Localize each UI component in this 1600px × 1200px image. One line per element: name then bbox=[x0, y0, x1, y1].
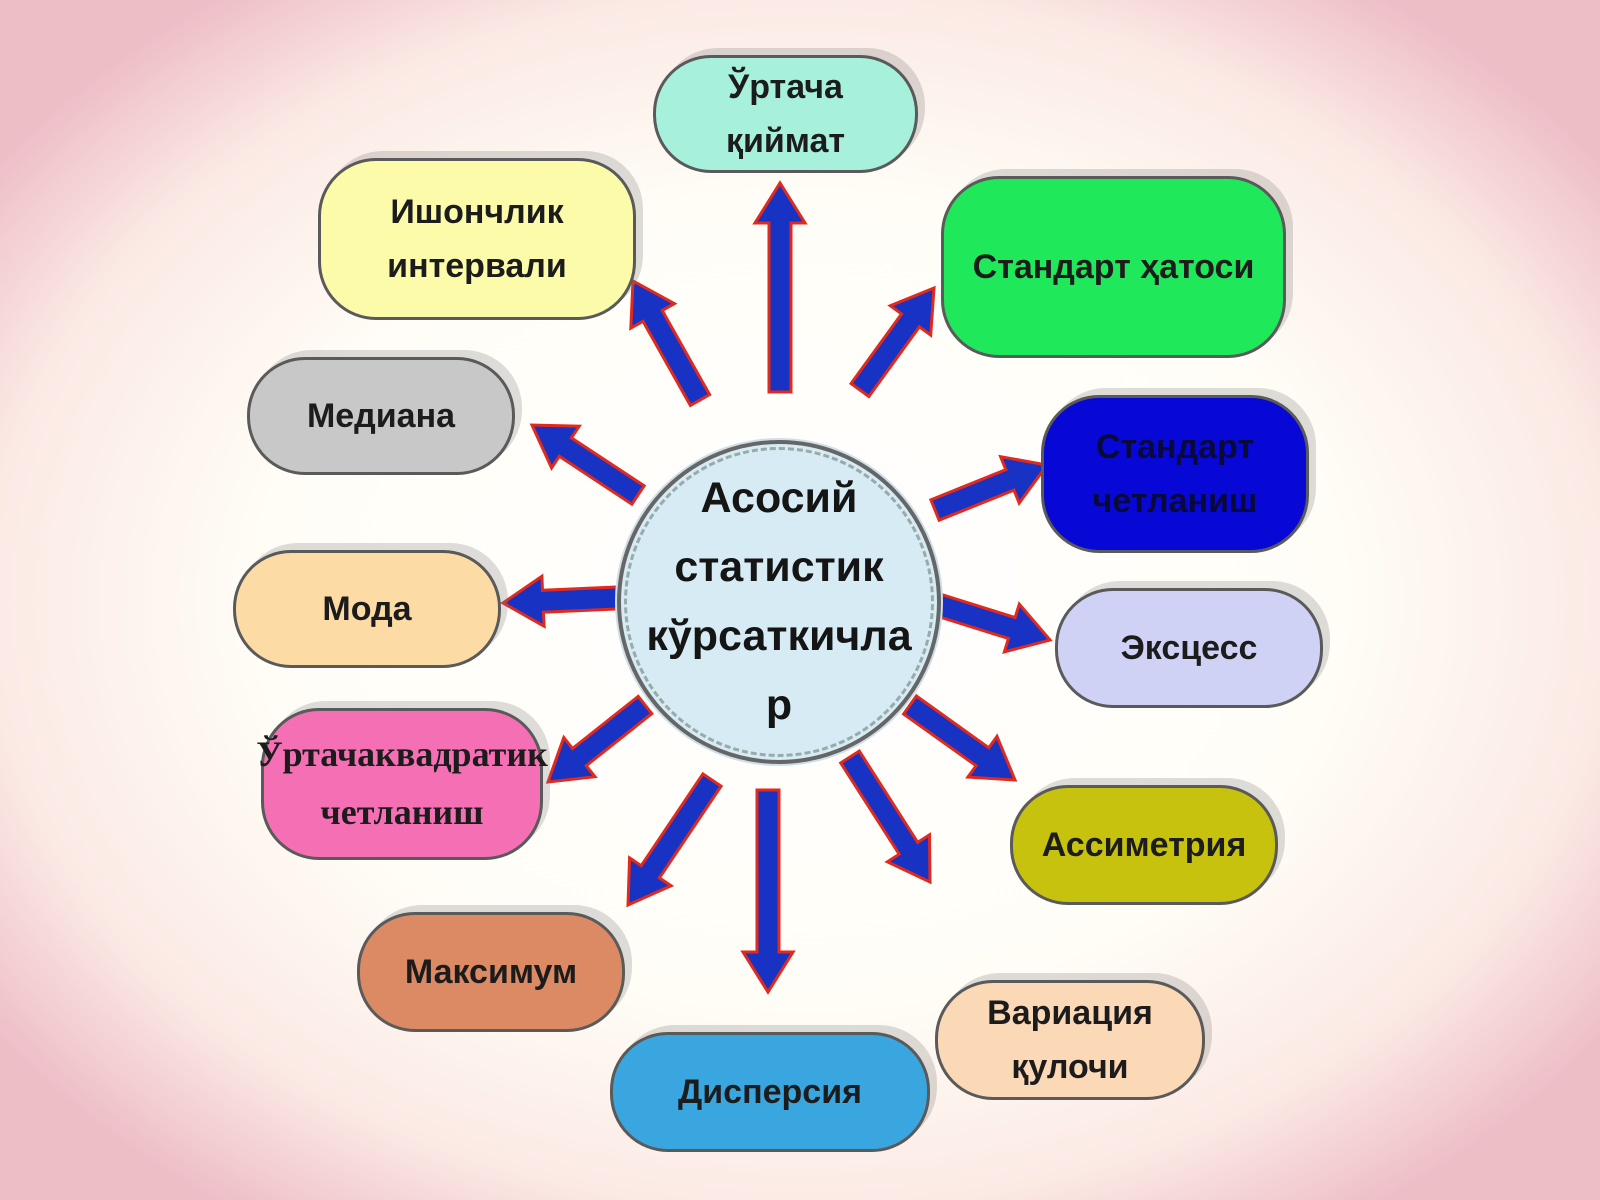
arrow-to-confidence-interval bbox=[629, 278, 712, 408]
node-variation-range: Вариация қулочи bbox=[935, 980, 1205, 1100]
arrow-to-excess bbox=[929, 591, 1053, 655]
arrow-to-median bbox=[529, 423, 647, 507]
arrow-to-maximum bbox=[626, 771, 724, 908]
arrow-to-dispersion bbox=[740, 788, 796, 995]
arrows-group bbox=[500, 180, 1053, 995]
node-asymmetry: Ассиметрия bbox=[1010, 785, 1278, 905]
arrow-to-mean bbox=[752, 180, 808, 394]
arrow-to-standard-deviation bbox=[928, 454, 1050, 523]
node-standard-deviation: Стандарт четланиш bbox=[1041, 395, 1309, 553]
node-standard-error: Стандарт ҳатоси bbox=[941, 176, 1286, 358]
node-mode: Мода bbox=[233, 550, 501, 668]
arrow-to-asymmetry bbox=[901, 693, 1018, 782]
arrow-to-standard-error bbox=[849, 285, 936, 399]
arrow-to-mode bbox=[500, 573, 620, 629]
node-confidence-interval: Ишончлик интервали bbox=[318, 158, 636, 320]
node-median: Медиана bbox=[247, 357, 515, 475]
node-dispersion: Дисперсия bbox=[610, 1032, 930, 1152]
arrow-to-mean-square-deviation bbox=[545, 694, 654, 784]
center-node: Асосий статистик кўрсаткичла р bbox=[617, 440, 941, 764]
node-mean: Ўртача қиймат bbox=[653, 55, 918, 173]
node-excess: Эксцесс bbox=[1055, 588, 1323, 708]
arrow-to-variation-range bbox=[838, 749, 932, 885]
node-maximum: Максимум bbox=[357, 912, 625, 1032]
node-mean-square-deviation: Ўртачаквадратик четланиш bbox=[256, 708, 548, 860]
